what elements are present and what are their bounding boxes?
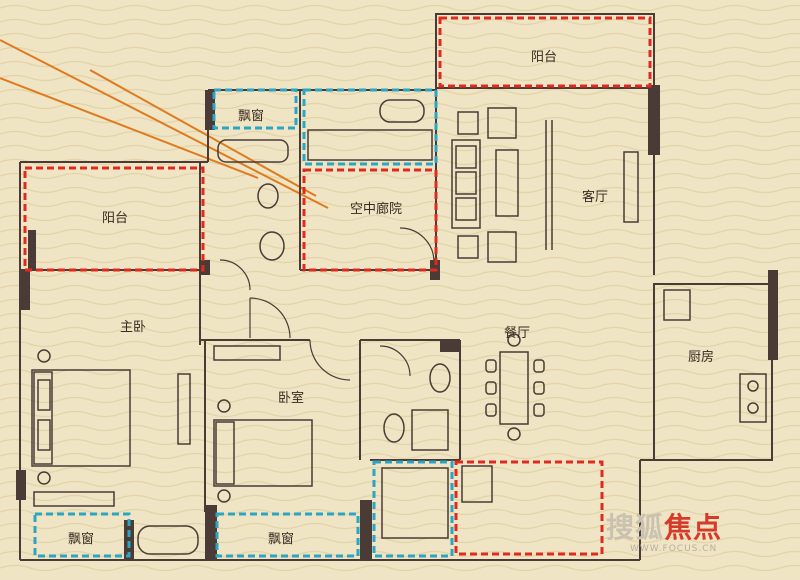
- wave-line: [0, 172, 800, 180]
- wave-line: [0, 102, 800, 110]
- label-bay-window-top: 飘窗: [238, 109, 265, 124]
- wave-line: [0, 424, 800, 432]
- blue-outlines: [33, 88, 454, 558]
- wave-line: [0, 158, 800, 166]
- wave-line: [0, 4, 800, 12]
- dining-set: [485, 333, 545, 441]
- wave-line: [0, 312, 800, 320]
- label-balcony-left: 阳台: [102, 211, 129, 226]
- wave-line: [0, 550, 800, 558]
- wave-line: [0, 438, 800, 446]
- wave-line: [0, 270, 800, 278]
- wave-line: [0, 74, 800, 82]
- wave-line: [0, 368, 800, 376]
- door-swings: [219, 227, 435, 381]
- label-sky-courtyard: 空中廊院: [350, 202, 403, 217]
- wave-line: [0, 18, 800, 26]
- wave-line: [0, 340, 800, 348]
- wave-line: [0, 452, 800, 460]
- watermark-url: WWW.FOCUS.CN: [630, 544, 718, 554]
- thick-walls: [16, 85, 778, 560]
- wave-line: [0, 494, 800, 502]
- wave-line: [0, 242, 800, 250]
- label-dining-room: 餐厅: [504, 326, 531, 341]
- kitchen-fixtures: [663, 289, 767, 423]
- wave-line: [0, 410, 800, 418]
- wave-line: [0, 284, 800, 292]
- label-bay-window-bottom-mid: 飘窗: [268, 532, 295, 547]
- wave-line: [0, 46, 800, 54]
- focus-watermark: 搜狐焦点 WWW.FOCUS.CN: [606, 506, 723, 554]
- label-kitchen: 厨房: [688, 350, 715, 365]
- wave-line: [0, 200, 800, 208]
- bathroom-fixtures: [137, 99, 493, 555]
- wave-line: [0, 536, 800, 544]
- label-living-room: 客厅: [582, 190, 609, 205]
- wave-line: [0, 480, 800, 488]
- label-balcony-top: 阳台: [531, 50, 558, 65]
- wave-pattern: [0, 4, 800, 572]
- wave-line: [0, 522, 800, 530]
- beds: [31, 349, 313, 503]
- wave-line: [0, 32, 800, 40]
- wave-line: [0, 564, 800, 572]
- wave-line: [0, 466, 800, 474]
- watermark-brand-gray: 搜狐: [606, 511, 665, 544]
- label-bay-window-bottom-left: 飘窗: [68, 532, 95, 547]
- wave-line: [0, 144, 800, 152]
- watermark-brand-red: 焦点: [664, 511, 723, 544]
- wave-line: [0, 354, 800, 362]
- label-bedroom: 卧室: [278, 391, 305, 406]
- label-master-bedroom: 主卧: [120, 320, 147, 335]
- wave-line: [0, 60, 800, 68]
- wave-line: [0, 186, 800, 194]
- red-outlines: [23, 16, 652, 556]
- wardrobes: [33, 129, 449, 539]
- wave-line: [0, 396, 800, 404]
- wave-line: [0, 326, 800, 334]
- wave-line: [0, 88, 800, 96]
- wave-line: [0, 382, 800, 390]
- wave-line: [0, 130, 800, 138]
- wave-line: [0, 214, 800, 222]
- wave-line: [0, 228, 800, 236]
- wave-line: [0, 298, 800, 306]
- wave-line: [0, 508, 800, 516]
- orange-arrow-lines: [0, 39, 329, 209]
- wave-line: [0, 256, 800, 264]
- sofa-set: [451, 107, 639, 263]
